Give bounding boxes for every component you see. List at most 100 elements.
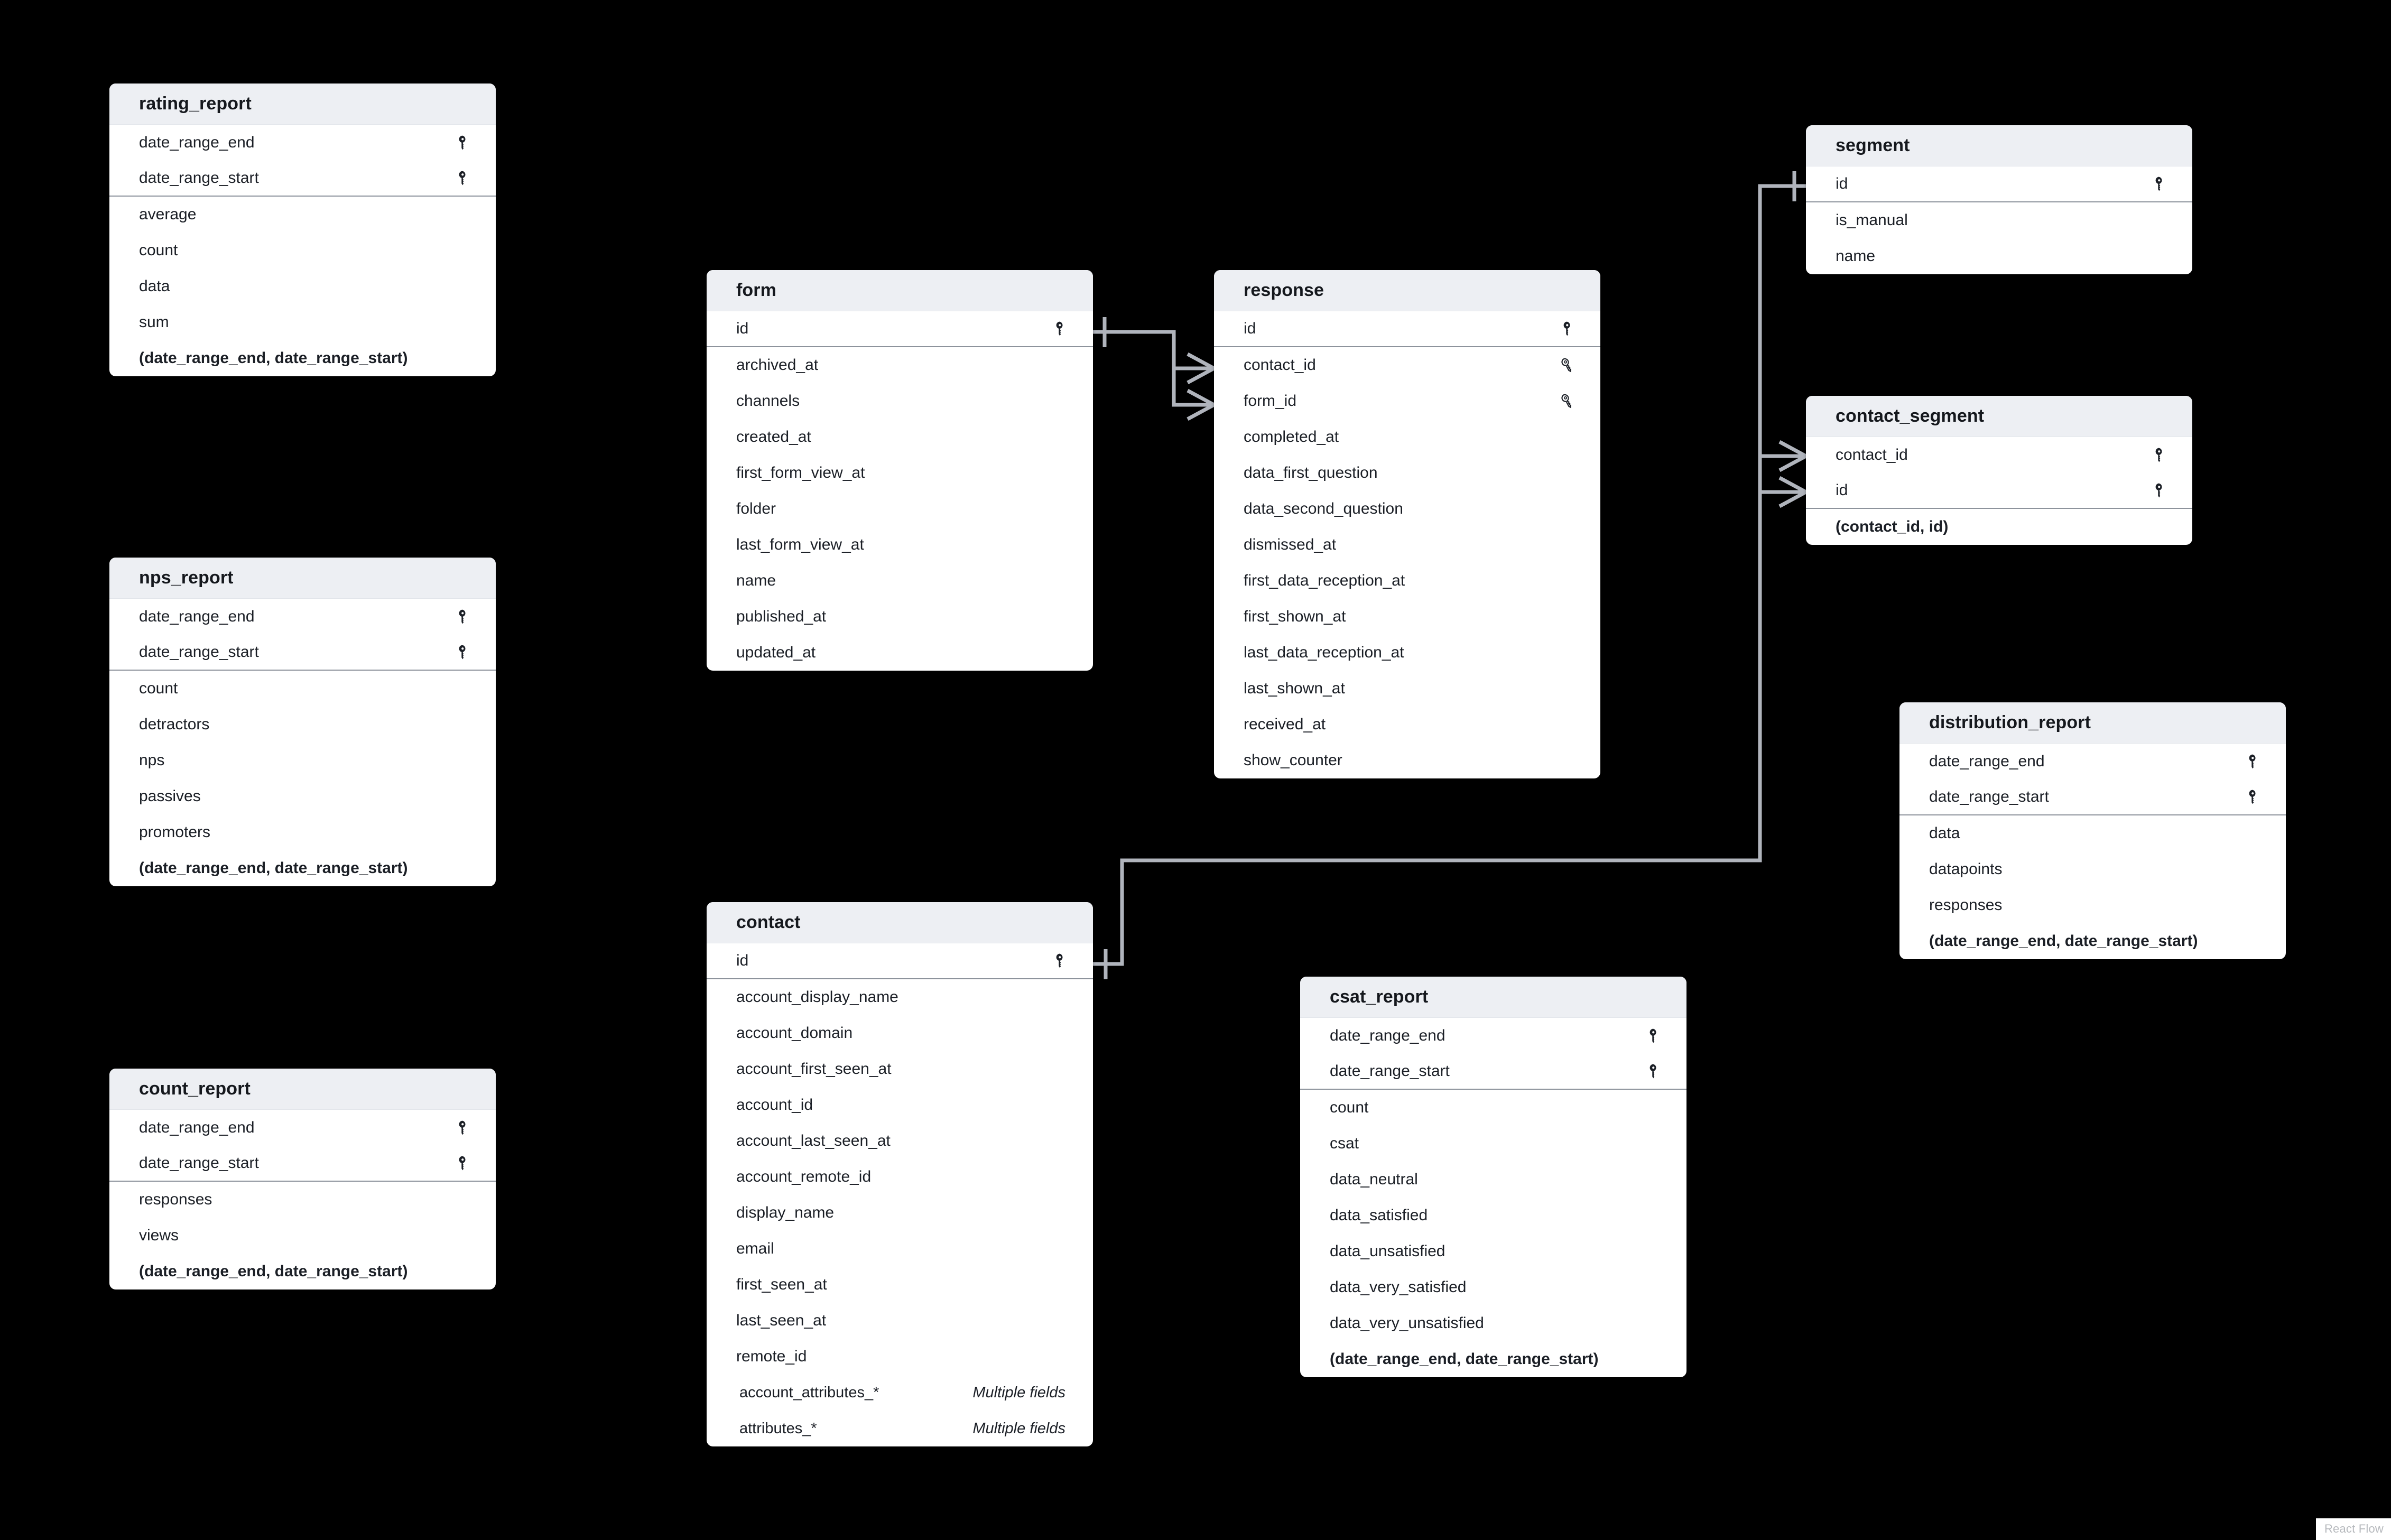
table-row[interactable]: views — [109, 1218, 496, 1254]
table-row[interactable]: contact_id — [1214, 347, 1600, 383]
column-name: data_first_question — [1244, 464, 1378, 481]
table-row[interactable]: data_neutral — [1300, 1162, 1686, 1198]
table-row[interactable]: data_second_question — [1214, 491, 1600, 527]
primary-key-icon — [1056, 321, 1063, 336]
column-name: (date_range_end, date_range_start) — [139, 1263, 408, 1280]
table-row[interactable]: count — [109, 671, 496, 707]
table-row[interactable]: (date_range_end, date_range_start) — [109, 850, 496, 886]
table-row[interactable]: created_at — [707, 419, 1093, 455]
table-row[interactable]: attributes_*Multiple fields — [707, 1411, 1093, 1446]
table-row[interactable]: date_range_end — [109, 125, 496, 161]
table-row[interactable]: detractors — [109, 707, 496, 743]
table-row[interactable]: name — [1806, 238, 2192, 274]
table-row[interactable]: last_data_reception_at — [1214, 635, 1600, 671]
table-row[interactable]: date_range_end — [109, 599, 496, 635]
table-row[interactable]: show_counter — [1214, 743, 1600, 778]
column-name: account_attributes_* — [739, 1384, 879, 1401]
table-row[interactable]: passives — [109, 778, 496, 814]
table-row[interactable]: date_range_end — [109, 1110, 496, 1146]
table-row[interactable]: date_range_start — [109, 161, 496, 197]
table-row[interactable]: responses — [109, 1182, 496, 1218]
table-row[interactable]: data — [1899, 815, 2286, 851]
table-title-response: response — [1244, 280, 1324, 300]
table-row[interactable]: data_first_question — [1214, 455, 1600, 491]
table-row[interactable]: date_range_start — [109, 1146, 496, 1182]
table-row[interactable]: datapoints — [1899, 851, 2286, 887]
table-row[interactable]: received_at — [1214, 707, 1600, 743]
table-row[interactable]: account_first_seen_at — [707, 1051, 1093, 1087]
table-row[interactable]: date_range_start — [109, 635, 496, 671]
table-row[interactable]: responses — [1899, 887, 2286, 923]
table-row[interactable]: average — [109, 197, 496, 233]
table-row[interactable]: completed_at — [1214, 419, 1600, 455]
table-row[interactable]: id — [1806, 166, 2192, 202]
table-row[interactable]: channels — [707, 383, 1093, 419]
table-row[interactable]: date_range_start — [1300, 1054, 1686, 1090]
table-row[interactable]: remote_id — [707, 1339, 1093, 1375]
table-row[interactable]: id — [707, 311, 1093, 347]
table-row[interactable]: data_very_unsatisfied — [1300, 1305, 1686, 1341]
column-name: nps — [139, 752, 165, 769]
table-row[interactable]: display_name — [707, 1195, 1093, 1231]
table-row[interactable]: folder — [707, 491, 1093, 527]
table-row[interactable]: account_last_seen_at — [707, 1123, 1093, 1159]
primary-key-icon — [2155, 448, 2162, 462]
table-row[interactable]: sum — [109, 304, 496, 340]
table-row[interactable]: first_shown_at — [1214, 599, 1600, 635]
table-row[interactable]: first_data_reception_at — [1214, 563, 1600, 599]
table-row[interactable]: last_form_view_at — [707, 527, 1093, 563]
table-row[interactable]: form_id — [1214, 383, 1600, 419]
table-row[interactable]: data_unsatisfied — [1300, 1233, 1686, 1269]
table-row[interactable]: account_domain — [707, 1015, 1093, 1051]
table-row[interactable]: id — [1214, 311, 1600, 347]
table-row[interactable]: (date_range_end, date_range_start) — [1899, 923, 2286, 959]
table-row[interactable]: account_display_name — [707, 979, 1093, 1015]
table-row[interactable]: updated_at — [707, 635, 1093, 671]
table-row[interactable]: id — [1806, 473, 2192, 509]
table-row[interactable]: dismissed_at — [1214, 527, 1600, 563]
table-row[interactable]: archived_at — [707, 347, 1093, 383]
table-row[interactable]: csat — [1300, 1126, 1686, 1162]
table-title-contact_segment: contact_segment — [1836, 406, 1985, 426]
table-row[interactable]: last_shown_at — [1214, 671, 1600, 707]
table-row[interactable]: date_range_end — [1300, 1018, 1686, 1054]
table-row[interactable]: (date_range_end, date_range_start) — [109, 340, 496, 376]
table-row[interactable]: first_seen_at — [707, 1267, 1093, 1303]
table-row[interactable]: (date_range_end, date_range_start) — [1300, 1341, 1686, 1377]
table-row[interactable]: name — [707, 563, 1093, 599]
table-row[interactable]: account_id — [707, 1087, 1093, 1123]
table-row[interactable]: contact_id — [1806, 437, 2192, 473]
table-row[interactable]: data — [109, 268, 496, 304]
table-row[interactable]: account_attributes_*Multiple fields — [707, 1375, 1093, 1411]
table-row[interactable]: account_remote_id — [707, 1159, 1093, 1195]
table-row[interactable]: count — [109, 233, 496, 268]
table-row[interactable]: date_range_start — [1899, 780, 2286, 815]
table-row[interactable]: count — [1300, 1090, 1686, 1126]
table-row[interactable]: first_form_view_at — [707, 455, 1093, 491]
table-row[interactable]: (contact_id, id) — [1806, 509, 2192, 545]
table-row[interactable]: nps — [109, 743, 496, 778]
table-row[interactable]: promoters — [109, 814, 496, 850]
table-row[interactable]: email — [707, 1231, 1093, 1267]
table-row[interactable]: date_range_end — [1899, 744, 2286, 780]
table-row[interactable]: data_satisfied — [1300, 1198, 1686, 1233]
table-row[interactable]: data_very_satisfied — [1300, 1269, 1686, 1305]
table-row[interactable]: published_at — [707, 599, 1093, 635]
table-row[interactable]: id — [707, 943, 1093, 979]
table-row[interactable]: last_seen_at — [707, 1303, 1093, 1339]
column-name: date_range_start — [139, 169, 259, 187]
table-row[interactable]: (date_range_end, date_range_start) — [109, 1254, 496, 1289]
table-row[interactable]: is_manual — [1806, 202, 2192, 238]
